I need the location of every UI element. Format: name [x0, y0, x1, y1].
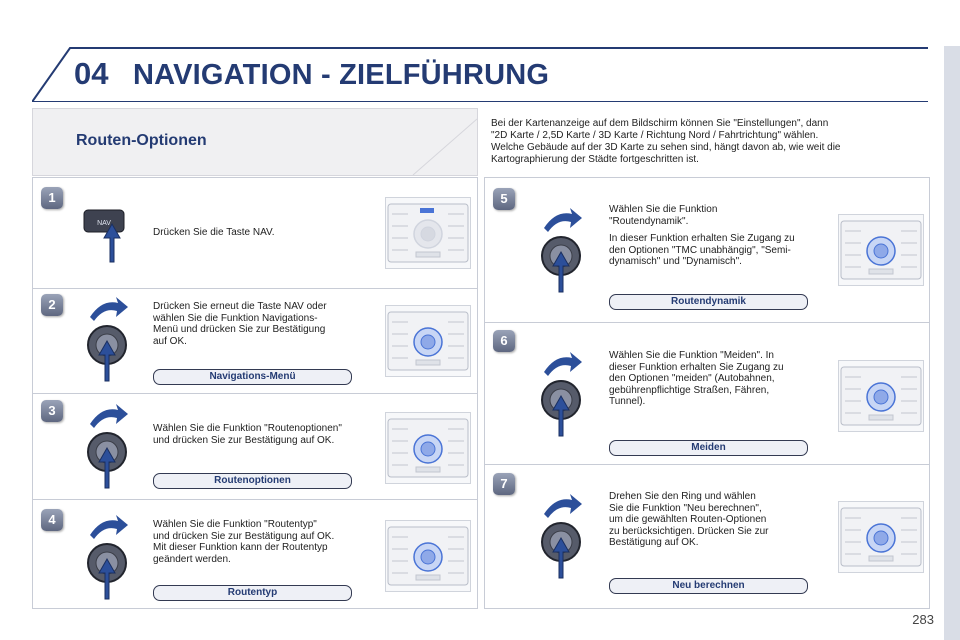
rotary-knob-icon: [84, 295, 130, 388]
step-text: Drehen Sie den Ring und wählen Sie die F…: [609, 491, 829, 549]
page-number: 283: [912, 612, 934, 627]
radio-thumbnail: [385, 412, 471, 484]
divider: [32, 288, 478, 289]
menu-label-pill: Routentyp: [153, 585, 352, 601]
step-line: "Routendynamik".: [609, 215, 689, 227]
step-text: Wählen Sie die Funktion "Routentyp" und …: [153, 519, 383, 565]
step-line: den Optionen "meiden" (Autobahnen,: [609, 373, 775, 384]
step-number-badge: 4: [41, 509, 63, 531]
rotary-knob-icon: [538, 492, 584, 585]
step-line: Bestätigung auf OK.: [609, 537, 699, 548]
page-title: NAVIGATION - ZIELFÜHRUNG: [133, 59, 550, 91]
step-line: gebührenpflichtige Straßen, Fähren,: [609, 384, 770, 396]
divider: [32, 393, 478, 394]
intro-line: Bei der Kartenanzeige auf dem Bildschirm…: [491, 118, 829, 129]
step-line: zu berücksichtigen. Drücken Sie zur: [609, 525, 769, 537]
step-line: Wählen Sie die Funktion "Meiden". In: [609, 350, 774, 361]
divider: [484, 322, 930, 323]
side-strip: [944, 46, 960, 640]
intro-text: Bei der Kartenanzeige auf dem Bildschirm…: [491, 118, 911, 166]
divider: [32, 499, 478, 500]
menu-label-pill: Navigations-Menü: [153, 369, 352, 385]
step-line: Wählen Sie die Funktion "Routentyp": [153, 519, 317, 530]
radio-thumbnail: [385, 520, 471, 592]
step-line: Sie die Funktion "Neu berechnen",: [609, 502, 762, 514]
step-text: Drücken Sie erneut die Taste NAV oder wä…: [153, 301, 373, 347]
section-box: [32, 108, 478, 176]
menu-label-pill: Neu berechnen: [609, 578, 808, 594]
step-line: Drücken Sie erneut die Taste NAV oder: [153, 301, 327, 312]
intro-line: "2D Karte / 2,5D Karte / 3D Karte / Rich…: [491, 130, 819, 141]
intro-line: Welche Gebäude auf der 3D Karte zu sehen…: [491, 142, 841, 153]
section-title: Routen-Optionen: [76, 132, 207, 149]
step-number-badge: 7: [493, 473, 515, 495]
step-line: In dieser Funktion erhalten Sie Zugang z…: [609, 233, 795, 244]
step-line: um die gewählten Routen-Optionen: [609, 514, 767, 525]
intro-line: Kartographierung der Städte fortgeschrit…: [491, 154, 699, 165]
chapter-number: 04: [74, 56, 109, 91]
step-number-badge: 5: [493, 188, 515, 210]
step-line: Mit dieser Funktion kann der Routentyp: [153, 542, 328, 553]
step-line: und drücken Sie zur Bestätigung auf OK.: [153, 434, 335, 446]
rotary-knob-icon: [538, 350, 584, 443]
step-line: dieser Funktion erhalten Sie Zugang zu: [609, 361, 784, 373]
step-line: den Optionen "TMC unabhängig", "Semi-: [609, 244, 791, 256]
step-text: Wählen Sie die Funktion "Routenoptionen"…: [153, 423, 383, 446]
menu-label-pill: Routendynamik: [609, 294, 808, 310]
divider: [484, 464, 930, 465]
radio-thumbnail: [385, 305, 471, 377]
step-line: Menü und drücken Sie zur Bestätigung: [153, 324, 326, 335]
step-number-badge: 6: [493, 330, 515, 352]
step-line: Drehen Sie den Ring und wählen: [609, 491, 756, 502]
menu-label-pill: Routenoptionen: [153, 473, 352, 489]
step-number-badge: 2: [41, 294, 63, 316]
menu-label-pill: Meiden: [609, 440, 808, 456]
radio-thumbnail: [838, 360, 924, 432]
step-text: Drücken Sie die Taste NAV.: [153, 227, 373, 239]
rotary-knob-icon: [538, 206, 584, 299]
step-line: Wählen Sie die Funktion "Routenoptionen": [153, 423, 342, 434]
radio-thumbnail: [838, 214, 924, 286]
step-text: Wählen Sie die Funktion "Routendynamik".…: [609, 204, 829, 268]
step-line: dynamisch" und "Dynamisch".: [609, 256, 742, 267]
step-number-badge: 3: [41, 400, 63, 422]
step-line: Drücken Sie die Taste NAV.: [153, 227, 275, 238]
header-bar: [32, 46, 928, 102]
step-line: geändert werden.: [153, 553, 231, 565]
nav-button-icon: NAV: [82, 206, 130, 269]
rotary-knob-icon: [84, 402, 130, 495]
nav-button-label: NAV: [97, 220, 111, 227]
rotary-knob-icon: [84, 513, 130, 606]
step-text: Wählen Sie die Funktion "Meiden". In die…: [609, 350, 829, 408]
radio-thumbnail: [385, 197, 471, 269]
step-line: wählen Sie die Funktion Navigations-: [153, 312, 318, 324]
step-line: auf OK.: [153, 335, 187, 347]
radio-thumbnail: [838, 501, 924, 573]
step-line: und drücken Sie zur Bestätigung auf OK.: [153, 530, 335, 542]
step-line: Wählen Sie die Funktion: [609, 204, 718, 215]
step-number-badge: 1: [41, 187, 63, 209]
step-line: Tunnel).: [609, 396, 646, 407]
